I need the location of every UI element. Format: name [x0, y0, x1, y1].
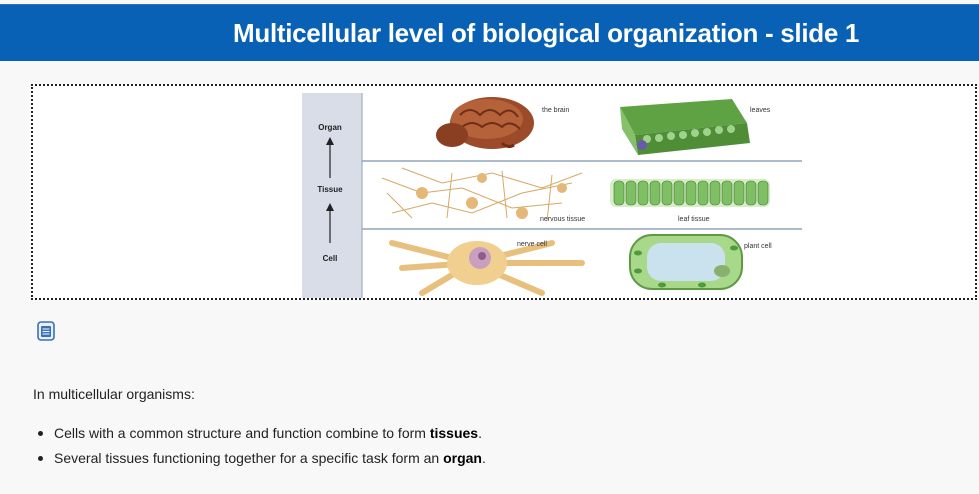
list-item: Cells with a common structure and functi… [33, 424, 486, 449]
notes-icon[interactable] [37, 321, 55, 341]
list-item: Several tissues functioning together for… [33, 449, 486, 474]
level-tissue: Tissue [317, 185, 343, 194]
brain-illustration [436, 97, 534, 149]
intro-text: In multicellular organisms: [33, 386, 195, 402]
slide-title: Multicellular level of biological organi… [233, 18, 859, 49]
label-leaf-tissue: leaf tissue [678, 216, 710, 223]
leaf-tissue-illustration [610, 179, 770, 207]
label-leaves: leaves [750, 107, 771, 114]
level-cell: Cell [323, 254, 338, 263]
bullet-list: Cells with a common structure and functi… [33, 424, 486, 474]
slide-header: Multicellular level of biological organi… [0, 4, 979, 61]
level-organ: Organ [318, 123, 342, 132]
organization-figure: Organ Tissue Cell the brain [302, 93, 802, 298]
leaves-illustration [620, 99, 750, 155]
nerve-cell-illustration [392, 241, 582, 293]
plant-cell-illustration [630, 235, 742, 289]
label-the-brain: the brain [542, 107, 569, 114]
label-plant-cell: plant cell [744, 243, 772, 250]
label-nervous-tissue: nervous tissue [540, 216, 585, 223]
label-nerve-cell: nerve cell [517, 241, 547, 248]
neuron-bodies [416, 173, 567, 219]
organization-diagram: Organ Tissue Cell the brain [302, 93, 802, 298]
